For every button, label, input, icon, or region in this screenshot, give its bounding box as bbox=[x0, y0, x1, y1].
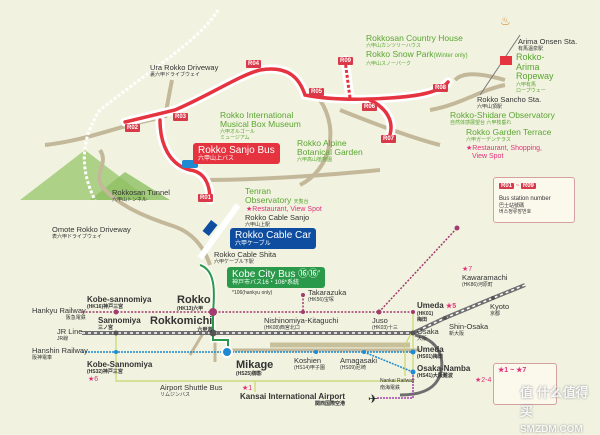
ropeway-gondola-icon bbox=[500, 56, 512, 65]
cable-car-icon bbox=[202, 220, 218, 236]
snow-park-label[interactable]: Rokko Snow Park(Winter only)六甲山スノーパーク bbox=[366, 49, 468, 68]
jr-osaka-loop bbox=[399, 333, 444, 397]
bus-station-r06[interactable]: R06 bbox=[362, 103, 378, 111]
bus-station-r07[interactable]: R07 bbox=[381, 135, 397, 143]
city-bus-box[interactable]: Kobe City Bus ⑯⑯'神戸市バス16・106*系統 bbox=[227, 267, 326, 288]
bus-station-r03[interactable]: R03 bbox=[173, 113, 189, 121]
cable-car-track bbox=[197, 203, 241, 260]
station-umeda-hk[interactable]: Umeda ★5(HK01)梅田 bbox=[417, 301, 457, 324]
station-kobe-sannomiya-hs[interactable]: Kobe-Sannomiya(HS32)神戸三宮 bbox=[87, 360, 153, 376]
sancho-label[interactable]: Rokko Sancho Sta.六甲山頂駅 bbox=[477, 95, 542, 111]
bus-station-r09[interactable]: R09 bbox=[338, 57, 354, 65]
bus-station-r05[interactable]: R05 bbox=[309, 88, 325, 96]
hanshin-line bbox=[82, 351, 414, 373]
star-legend-title: ★1 ~ ★7 bbox=[498, 367, 527, 374]
bus-station-r01[interactable]: R01 bbox=[198, 194, 214, 202]
legend-to: R09 bbox=[520, 183, 536, 189]
station-juso[interactable]: Juso(HK03)十三 bbox=[372, 316, 398, 332]
station-koshien[interactable]: Koshien(HS14)甲子園 bbox=[294, 356, 325, 372]
hankyu-line bbox=[82, 227, 458, 313]
roads bbox=[44, 9, 506, 362]
tenran-note: ★Restaurant, View Spot bbox=[246, 206, 322, 213]
station-amagasaki[interactable]: Amagasaki(HS09)尼崎 bbox=[340, 356, 378, 372]
star-legend: ★1 ~ ★7 bbox=[493, 363, 557, 405]
map-canvas: ✈ ♨ bbox=[20, 9, 526, 406]
bus-station-r02[interactable]: R02 bbox=[125, 124, 141, 132]
station-kobe-sannomiya-hk[interactable]: Kobe-sannomiya(HK16)神戸三宮 bbox=[87, 295, 152, 311]
station-rokko[interactable]: Rokko(HK13)六甲 bbox=[177, 294, 211, 313]
star-6: ★6 bbox=[88, 376, 99, 383]
legend-from: R01 bbox=[499, 183, 515, 189]
arima-onsen-label[interactable]: Arima Onsen Sta.有馬温泉駅 bbox=[518, 37, 578, 53]
hot-spring-icon: ♨ bbox=[500, 14, 511, 28]
bus-station-r04[interactable]: R04 bbox=[246, 60, 262, 68]
station-takarazuka[interactable]: Takarazuka(HK56)宝塚 bbox=[308, 288, 347, 304]
bus-station-r08[interactable]: R08 bbox=[433, 84, 449, 92]
legend-tilde: ~ bbox=[515, 183, 520, 189]
station-nishinomiya[interactable]: Nishinomiya-Kitaguchi(HK08)西宮北口 bbox=[264, 316, 339, 332]
station-umeda-hs[interactable]: Umeda(HS01)梅田 bbox=[417, 345, 444, 361]
station-mikage[interactable]: Mikage(HS25)御影 bbox=[236, 359, 274, 378]
star-1: ★1 bbox=[242, 385, 253, 392]
nankai-line bbox=[377, 375, 414, 399]
station-dots bbox=[113, 225, 495, 375]
airplane-icon: ✈ bbox=[368, 392, 378, 406]
garden-terrace-note: ★Restaurant, Shopping,View Spot bbox=[466, 145, 542, 160]
city-bus-note: *106(hankyu only) bbox=[232, 290, 273, 296]
star-2-4: ★2-4 bbox=[475, 377, 492, 384]
airport-shuttle-line bbox=[115, 312, 414, 392]
station-osaka-namba[interactable]: Osaka-Namba(HS41)大阪難波 bbox=[417, 364, 471, 380]
